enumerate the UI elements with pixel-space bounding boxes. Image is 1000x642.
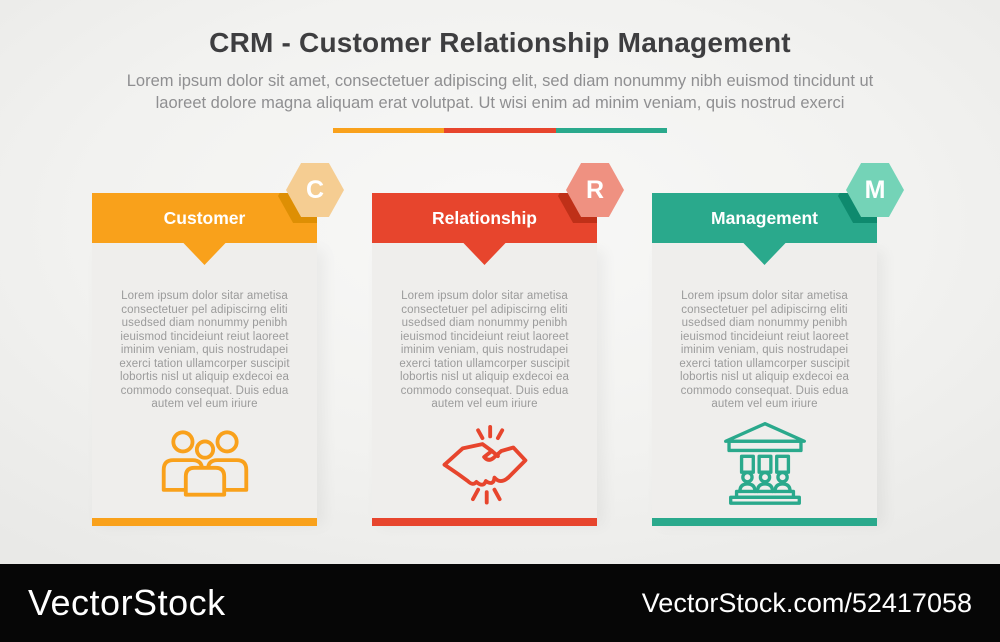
divider-segment-teal (555, 128, 667, 133)
card-footer-bar (652, 518, 877, 526)
card-relationship: Relationship R Lorem ipsum dolor sitar a… (372, 163, 624, 526)
vectorstock-logo: VectorStock (28, 582, 226, 623)
card-header: Relationship (372, 193, 597, 243)
card-description: Lorem ipsum dolor sitar ametisa consecte… (119, 290, 290, 410)
handshake-icon (372, 418, 597, 508)
page-title: CRM - Customer Relationship Management (209, 27, 791, 58)
badge-letter: M (864, 176, 886, 204)
card-footer-bar (372, 518, 597, 526)
card-title: Customer (163, 208, 246, 228)
card-header: Customer (92, 193, 317, 243)
divider-segment-red (444, 128, 556, 133)
tricolor-divider (333, 128, 667, 133)
card-management: Management M Lorem ipsum dolor sitar ame… (652, 163, 904, 526)
bank-building-icon (652, 418, 877, 508)
vectorstock-url: VectorStock.com/52417058 (641, 587, 972, 618)
badge-letter: C (305, 176, 325, 204)
badge-letter: R (585, 176, 605, 204)
card-body: Lorem ipsum dolor sitar ametisa consecte… (652, 243, 877, 518)
card-body: Lorem ipsum dolor sitar ametisa consecte… (92, 243, 317, 518)
card-description: Lorem ipsum dolor sitar ametisa consecte… (679, 290, 850, 410)
card-footer-bar (92, 518, 317, 526)
watermark-bar: VectorStock VectorStock.com/52417058 (0, 564, 1000, 642)
divider-segment-orange (333, 128, 445, 133)
card-body: Lorem ipsum dolor sitar ametisa consecte… (372, 243, 597, 518)
card-title: Relationship (431, 208, 537, 228)
card-header: Management (652, 193, 877, 243)
people-group-icon (92, 418, 317, 508)
card-description: Lorem ipsum dolor sitar ametisa consecte… (399, 290, 570, 410)
card-title: Management (711, 208, 818, 228)
card-customer: Customer C Lorem ipsum dolor sitar ameti… (92, 163, 344, 526)
page-subtitle: Lorem ipsum dolor sit amet, consectetuer… (126, 72, 874, 112)
